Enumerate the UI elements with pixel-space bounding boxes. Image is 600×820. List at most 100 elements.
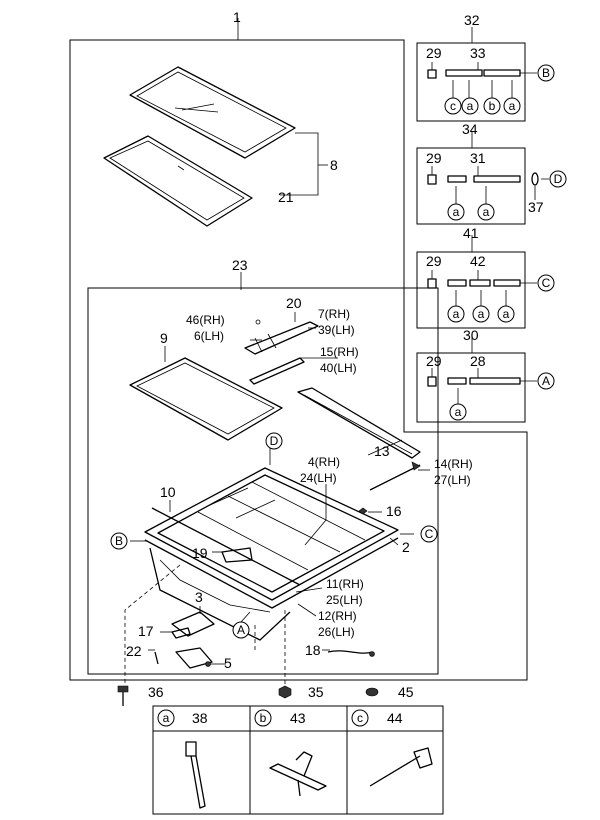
svg-text:35: 35 (308, 684, 324, 700)
svg-text:16: 16 (386, 503, 402, 519)
svg-text:25(LH): 25(LH) (326, 593, 363, 607)
drain-hose-10 (151, 507, 301, 586)
svg-text:40(LH): 40(LH) (320, 361, 357, 375)
svg-text:43: 43 (290, 710, 306, 726)
svg-text:a: a (455, 405, 462, 419)
svg-text:12(RH): 12(RH) (318, 609, 357, 623)
svg-text:26(LH): 26(LH) (318, 625, 355, 639)
nut-35 (278, 685, 292, 699)
svg-text:a: a (509, 99, 516, 113)
svg-text:a: a (478, 307, 485, 321)
sunshade (129, 357, 283, 441)
clip-43 (269, 751, 327, 797)
svg-text:37: 37 (528, 199, 544, 215)
svg-text:B: B (542, 66, 550, 80)
svg-text:a: a (163, 711, 170, 725)
svg-text:10: 10 (160, 484, 176, 500)
svg-text:24(LH): 24(LH) (300, 471, 337, 485)
svg-text:28: 28 (470, 353, 486, 369)
motor-3 (171, 611, 215, 637)
svg-text:A: A (542, 374, 550, 388)
bracket-19 (221, 547, 253, 563)
svg-text:36: 36 (148, 684, 164, 700)
harness-18 (327, 650, 375, 657)
svg-text:33: 33 (470, 45, 486, 61)
callout-labels: 1 8 21 23 20 46(RH) 6(LH) 7(RH) 39(LH) 1… (126, 9, 544, 726)
svg-text:D: D (270, 434, 279, 448)
rear-deflector-13 (297, 387, 421, 459)
svg-text:3: 3 (195, 589, 203, 605)
hose-kit-30 (427, 368, 537, 404)
leader-lines (130, 27, 473, 665)
svg-text:c: c (357, 711, 363, 725)
bracket-5 (175, 647, 213, 669)
svg-text:a: a (467, 99, 474, 113)
svg-text:A: A (237, 623, 245, 637)
cable-tie-38 (185, 741, 206, 809)
svg-text:b: b (489, 99, 496, 113)
hose-set-32-box (416, 42, 526, 122)
svg-text:32: 32 (464, 12, 480, 28)
svg-text:D: D (554, 172, 563, 186)
svg-text:18: 18 (305, 642, 321, 658)
svg-text:29: 29 (426, 353, 442, 369)
svg-text:9: 9 (160, 330, 168, 346)
svg-text:5: 5 (224, 655, 232, 671)
svg-text:a: a (453, 205, 460, 219)
svg-text:29: 29 (426, 150, 442, 166)
svg-text:45: 45 (398, 684, 414, 700)
sunroof-frame (144, 467, 399, 641)
svg-text:7(RH): 7(RH) (318, 307, 350, 321)
svg-text:17: 17 (138, 623, 154, 639)
svg-text:4(RH): 4(RH) (308, 455, 340, 469)
svg-text:2: 2 (402, 539, 410, 555)
svg-text:B: B (115, 534, 123, 548)
glass-panel (129, 66, 296, 159)
cable-14 (369, 461, 421, 491)
svg-text:29: 29 (426, 253, 442, 269)
hose-kit-34 (427, 166, 549, 204)
hose-set-30-box (416, 352, 526, 423)
svg-text:6(LH): 6(LH) (194, 329, 224, 343)
svg-text:a: a (483, 205, 490, 219)
svg-text:1: 1 (233, 9, 241, 25)
svg-text:22: 22 (126, 643, 142, 659)
screw-16 (358, 507, 368, 515)
hose-set-34-box (416, 147, 526, 225)
main-assembly-frame (69, 39, 528, 681)
svg-text:23: 23 (232, 257, 248, 273)
svg-text:34: 34 (462, 121, 478, 137)
bolt-36 (117, 685, 129, 706)
svg-text:11(RH): 11(RH) (326, 577, 364, 591)
svg-text:15(RH): 15(RH) (320, 345, 359, 359)
svg-text:c: c (450, 99, 456, 113)
clip-legend-table (152, 705, 444, 815)
svg-text:30: 30 (463, 327, 479, 343)
svg-text:29: 29 (426, 45, 442, 61)
svg-text:27(LH): 27(LH) (434, 473, 471, 487)
svg-text:C: C (425, 527, 434, 541)
hose-kit-41 (427, 270, 537, 306)
svg-text:41: 41 (463, 225, 479, 241)
svg-text:b: b (260, 711, 267, 725)
svg-text:31: 31 (470, 150, 486, 166)
svg-text:44: 44 (387, 710, 403, 726)
svg-text:42: 42 (470, 253, 486, 269)
svg-text:14(RH): 14(RH) (434, 457, 473, 471)
svg-text:20: 20 (286, 295, 302, 311)
svg-text:13: 13 (374, 443, 390, 459)
hose-kit-32 (427, 62, 537, 98)
pin-22 (154, 651, 159, 665)
clip-17 (171, 627, 191, 639)
svg-text:46(RH): 46(RH) (186, 313, 225, 327)
svg-text:a: a (453, 307, 460, 321)
svg-text:19: 19 (192, 545, 208, 561)
svg-text:8: 8 (330, 157, 338, 173)
hose-set-41-box (416, 251, 526, 329)
svg-text:39(LH): 39(LH) (318, 323, 355, 337)
grommet-45 (365, 687, 379, 697)
svg-text:38: 38 (192, 710, 208, 726)
svg-text:21: 21 (278, 189, 294, 205)
letter-circles: D B C A B D C A c a b a a a a a a a a b … (110, 64, 567, 727)
